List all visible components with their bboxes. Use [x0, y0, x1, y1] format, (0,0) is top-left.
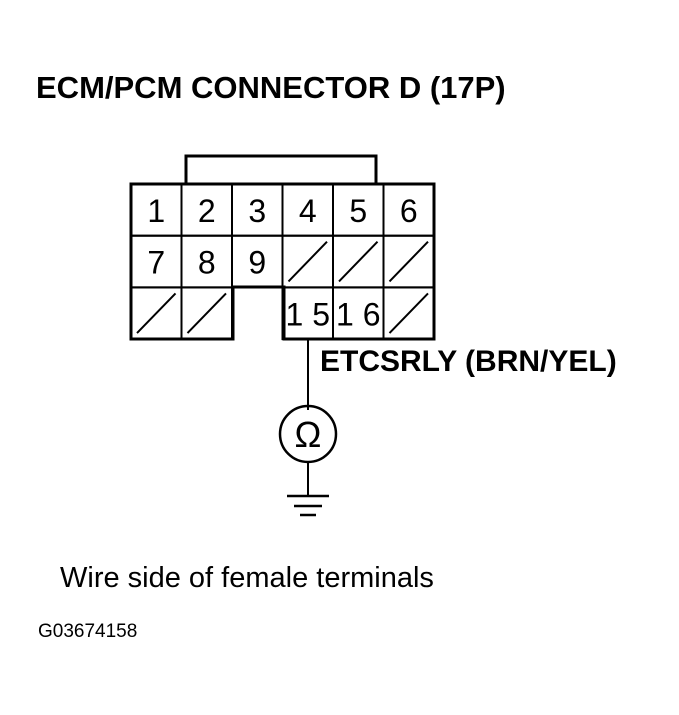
ohm-icon: Ω [295, 414, 322, 455]
terminal-number: 9 [248, 245, 266, 281]
diagram-title: ECM/PCM CONNECTOR D (17P) [36, 70, 506, 105]
terminal-grid [130, 183, 435, 341]
terminal-number: 16 [336, 296, 381, 332]
terminal-number: 3 [248, 193, 266, 229]
empty-cavity-slash [287, 241, 328, 283]
empty-cavity-slash [186, 292, 227, 334]
terminal-number: 15 [286, 296, 331, 332]
empty-cavity [382, 286, 435, 341]
figure-id: G03674158 [38, 621, 138, 642]
caption: Wire side of female terminals [60, 562, 434, 594]
connector-lock-tab [184, 154, 378, 184]
terminal-number: 8 [198, 245, 216, 281]
terminal-number: 6 [400, 193, 418, 229]
terminal-number: 5 [349, 193, 367, 229]
terminal-number: 2 [198, 193, 216, 229]
terminal-number: 4 [299, 193, 317, 229]
empty-cavity [180, 286, 233, 341]
ground-icon [287, 494, 329, 517]
empty-cavity-slash [338, 241, 379, 283]
terminal-number: 7 [147, 245, 165, 281]
empty-cavity-slash [136, 292, 177, 334]
wire-label: ETCSRLY (BRN/YEL) [320, 345, 617, 378]
empty-cavity-slash [388, 241, 429, 283]
terminal-number: 1 [147, 193, 165, 229]
empty-cavity-slash [388, 292, 429, 334]
